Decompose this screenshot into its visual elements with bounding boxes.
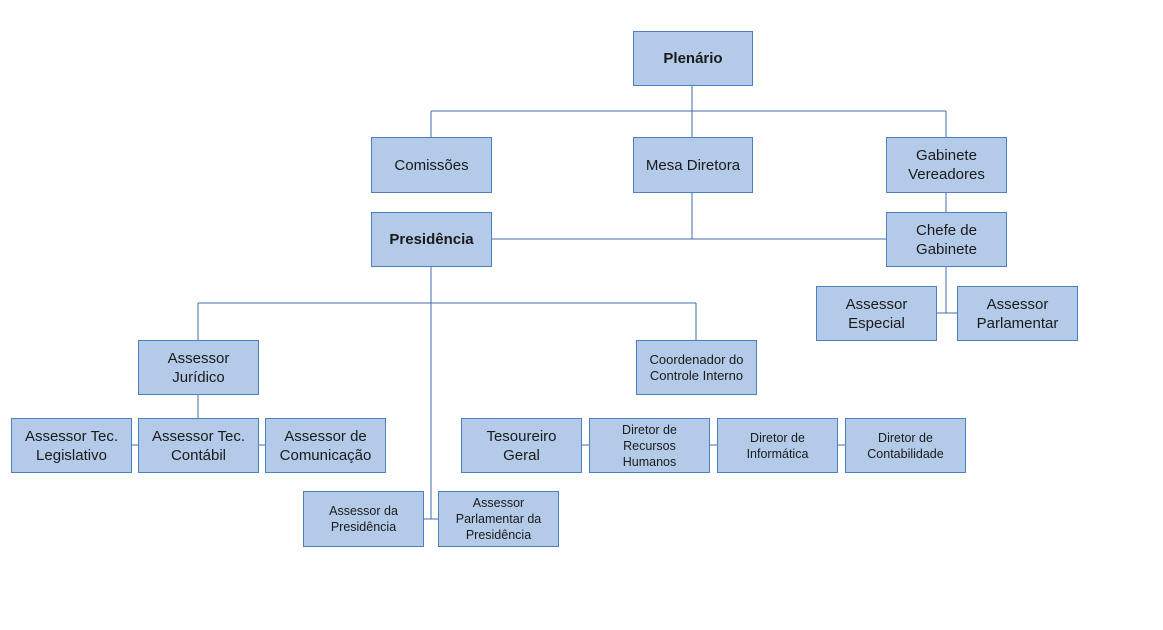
node-label: Tesoureiro Geral bbox=[486, 427, 557, 464]
node-label: Assessor Tec. Legislativo bbox=[24, 427, 119, 464]
node-mesa-diretora: Mesa Diretora bbox=[633, 137, 753, 193]
node-comissoes: Comissões bbox=[371, 137, 492, 193]
node-label: Assessor Parlamentar da Presidência bbox=[455, 496, 542, 542]
node-assessor-tec-legislativo: Assessor Tec. Legislativo bbox=[11, 418, 132, 473]
node-assessor-tec-contabil: Assessor Tec. Contábil bbox=[138, 418, 259, 473]
node-label: Diretor de Recursos Humanos bbox=[622, 422, 677, 469]
node-label: Assessor Jurídico bbox=[167, 349, 230, 386]
node-label: Diretor de Contabilidade bbox=[867, 430, 944, 461]
node-chefe-gabinete: Chefe de Gabinete bbox=[886, 212, 1007, 267]
node-label: Assessor de Comunicação bbox=[279, 427, 372, 464]
node-assessor-especial: Assessor Especial bbox=[816, 286, 937, 341]
node-presidencia: Presidência bbox=[371, 212, 492, 267]
node-assessor-parlamentar: Assessor Parlamentar bbox=[957, 286, 1078, 341]
node-plenario: Plenário bbox=[633, 31, 753, 86]
node-label: Assessor Tec. Contábil bbox=[151, 427, 246, 464]
node-label: Coordenador do Controle Interno bbox=[649, 351, 744, 383]
node-diretor-recursos-humanos: Diretor de Recursos Humanos bbox=[589, 418, 710, 473]
node-diretor-informatica: Diretor de Informática bbox=[717, 418, 838, 473]
node-label: Presidência bbox=[389, 231, 474, 248]
node-assessor-juridico: Assessor Jurídico bbox=[138, 340, 259, 395]
node-gabinete-vereadores: Gabinete Vereadores bbox=[886, 137, 1007, 193]
node-diretor-contabilidade: Diretor de Contabilidade bbox=[845, 418, 966, 473]
node-label: Mesa Diretora bbox=[645, 156, 741, 174]
node-label: Comissões bbox=[394, 156, 469, 174]
node-assessor-parlamentar-presidencia: Assessor Parlamentar da Presidência bbox=[438, 491, 559, 547]
node-label: Diretor de Informática bbox=[746, 430, 809, 461]
node-label: Plenário bbox=[663, 50, 723, 67]
node-label: Chefe de Gabinete bbox=[916, 221, 977, 258]
node-label: Assessor Parlamentar bbox=[976, 295, 1059, 332]
node-tesoureiro-geral: Tesoureiro Geral bbox=[461, 418, 582, 473]
node-coordenador-controle-interno: Coordenador do Controle Interno bbox=[636, 340, 757, 395]
node-label: Gabinete Vereadores bbox=[908, 147, 985, 183]
node-label: Assessor Especial bbox=[845, 295, 908, 332]
node-assessor-presidencia: Assessor da Presidência bbox=[303, 491, 424, 547]
node-label: Assessor da Presidência bbox=[329, 504, 398, 534]
node-assessor-comunicacao: Assessor de Comunicação bbox=[265, 418, 386, 473]
